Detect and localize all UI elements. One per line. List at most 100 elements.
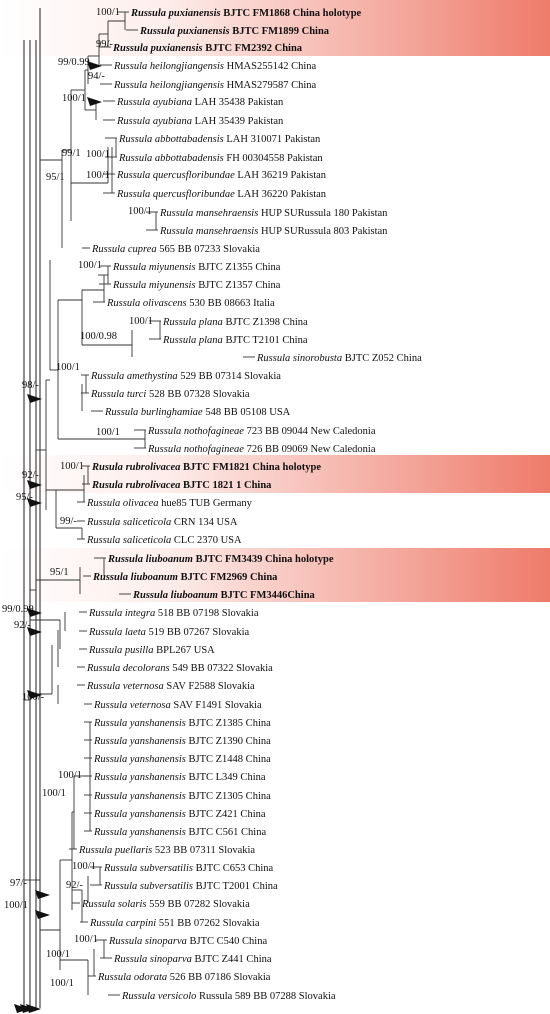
taxon-label: Russula yanshanensis BJTC L349 China <box>93 772 266 783</box>
support-value: 100/1 <box>96 427 120 438</box>
taxon-genus: Russula <box>81 899 118 910</box>
taxon-voucher: HMAS255142 China <box>224 61 317 72</box>
support-value: 95/- <box>16 492 33 503</box>
taxon-genus: Russula <box>112 43 151 54</box>
taxon-species: quercusfloribundae <box>153 170 235 181</box>
taxon-genus: Russula <box>113 80 150 91</box>
support-value: 100/1 <box>86 149 110 160</box>
taxon-species: laeta <box>125 627 146 638</box>
support-value: 100/1 <box>78 260 102 271</box>
taxon-species: heilongjiangensis <box>150 80 224 91</box>
taxon-label: Russula amethystina 529 BB 07314 Slovaki… <box>90 371 281 382</box>
taxon-label: Rusula rubrolivacea BJTC 1821 1 China <box>91 480 272 491</box>
taxon-species: amethystina <box>127 371 178 382</box>
collapsed-arrow-icon <box>26 1004 41 1013</box>
taxon-voucher: BJTC FM1821 China holotype <box>180 462 321 473</box>
taxon-species: yanshanensis <box>129 827 186 838</box>
taxon-genus: Rusula <box>91 462 126 473</box>
taxon-voucher: LAH 35439 Pakistan <box>192 116 284 127</box>
taxon-species: olivascens <box>143 298 187 309</box>
taxon-label: Russula puxianensis BJTC FM2392 China <box>112 43 303 54</box>
collapsed-arrow-icon <box>27 608 42 617</box>
taxon-voucher: 518 BB 07198 Slovakia <box>155 608 259 619</box>
taxon-label: Russula burlinghamiae 548 BB 05108 USA <box>104 407 291 418</box>
taxon-species: rubrolivacea <box>126 480 181 491</box>
taxon-label: Russula veternosa SAV F1491 Slovakia <box>93 700 262 711</box>
taxon-voucher: 530 BB 08663 Italia <box>187 298 275 309</box>
support-value: 100/0.98 <box>80 331 117 342</box>
taxon-voucher: BJTC Z1385 China <box>186 718 271 729</box>
support-value: 99/0.99 <box>58 57 90 68</box>
taxon-voucher: BJTC Z421 China <box>186 809 266 820</box>
support-value: 98/- <box>22 380 39 391</box>
taxon-label: Russula abbottabadensis FH 00304558 Paki… <box>118 153 323 164</box>
taxon-label: Russula liuboanum BJTC FM3446China <box>132 590 316 601</box>
taxon-genus: Russula <box>93 700 130 711</box>
taxon-genus: Russula <box>116 97 153 108</box>
taxon-genus: Russula <box>113 61 150 72</box>
taxon-genus: Russula <box>88 608 125 619</box>
taxon-genus: Russula <box>113 954 150 965</box>
taxon-voucher: 529 BB 07314 Slovakia <box>178 371 282 382</box>
taxon-label: Russula quercusfloribundae LAH 36220 Pak… <box>116 189 327 200</box>
taxon-species: versicolo <box>158 991 197 1002</box>
taxon-species: plana <box>198 317 223 328</box>
taxon-genus: Russula <box>86 498 123 509</box>
taxon-voucher: SAV F2588 Slovakia <box>164 681 255 692</box>
taxon-voucher: 559 BB 07282 Slovakia <box>146 899 250 910</box>
taxon-genus: Russula <box>116 116 153 127</box>
taxon-label: Russula heilongjiangensis HMAS255142 Chi… <box>113 61 316 72</box>
taxon-voucher: BJTC Z1448 China <box>186 754 271 765</box>
support-value: 99/1 <box>62 148 81 159</box>
taxon-genus: Russula <box>91 244 128 255</box>
taxon-voucher: LAH 310071 Pakistan <box>224 134 321 145</box>
taxon-voucher: BJTC T2001 China <box>193 881 278 892</box>
taxon-genus: Russula <box>112 280 149 291</box>
taxon-label: Russula integra 518 BB 07198 Slovakia <box>88 608 259 619</box>
taxon-label: Russula puxianensis BJTC FM1868 China ho… <box>130 8 362 19</box>
support-value: 100/1 <box>4 900 28 911</box>
taxon-voucher: 528 BB 07328 Slovakia <box>146 389 250 400</box>
taxon-label: Russula cuprea 565 BB 07233 Slovakia <box>91 244 260 255</box>
collapsed-arrow-icon <box>27 498 42 507</box>
taxon-species: cuprea <box>128 244 157 255</box>
taxon-voucher: 519 BB 07267 Slovakia <box>146 627 250 638</box>
taxon-genus: Russula <box>106 298 143 309</box>
taxon-species: miyunensis <box>149 280 196 291</box>
taxon-voucher: 549 BB 07322 Slovakia <box>170 663 274 674</box>
taxon-genus: Russula <box>103 863 140 874</box>
taxon-genus: Russula <box>116 189 153 200</box>
taxon-species: sinoparva <box>150 954 192 965</box>
taxon-label: Russula subversatilis BJTC T2001 China <box>103 881 278 892</box>
taxon-species: puxianensis <box>177 26 230 37</box>
taxon-voucher: BPL267 USA <box>153 645 215 656</box>
taxon-label: Russula sinorobusta BJTC Z052 China <box>256 353 422 364</box>
taxon-species: veternosa <box>130 700 171 711</box>
taxon-species: veternosa <box>123 681 164 692</box>
taxon-genus: Russula <box>88 645 125 656</box>
taxon-voucher: SAV F1491 Slovakia <box>171 700 262 711</box>
taxon-label: Russula laeta 519 BB 07267 Slovakia <box>88 627 249 638</box>
taxon-label: Russula carpini 551 BB 07262 Slovakia <box>89 918 260 929</box>
taxon-genus: Russula <box>118 134 155 145</box>
taxon-genus: Rusula <box>91 480 126 491</box>
taxon-species: subversatilis <box>140 863 193 874</box>
taxon-voucher: BJTC Z1357 China <box>196 280 281 291</box>
taxon-label: Russula yanshanensis BJTC Z1385 China <box>93 718 271 729</box>
taxon-genus: Russula <box>103 881 140 892</box>
support-value: 100/1 <box>128 206 152 217</box>
taxon-genus: Russula <box>112 262 149 273</box>
taxon-voucher: BJTC L349 China <box>186 772 266 783</box>
taxon-label: Russula plana BJTC Z1398 China <box>162 317 308 328</box>
taxon-label: Russula nothofagineae 726 BB 09069 New C… <box>147 444 376 455</box>
taxon-label: Russula saliceticola CLC 2370 USA <box>86 535 242 546</box>
taxon-voucher: 551 BB 07262 Slovakia <box>156 918 260 929</box>
taxon-species: nothofagineae <box>184 444 244 455</box>
support-value: 100/1 <box>74 934 98 945</box>
taxon-genus: Russula <box>89 918 126 929</box>
taxon-label: Russula olivascens 530 BB 08663 Italia <box>106 298 275 309</box>
taxon-genus: Russula <box>97 972 134 983</box>
taxon-genus: Russula <box>90 371 127 382</box>
taxon-label: Russula sinoparva BJTC C540 China <box>108 936 267 947</box>
